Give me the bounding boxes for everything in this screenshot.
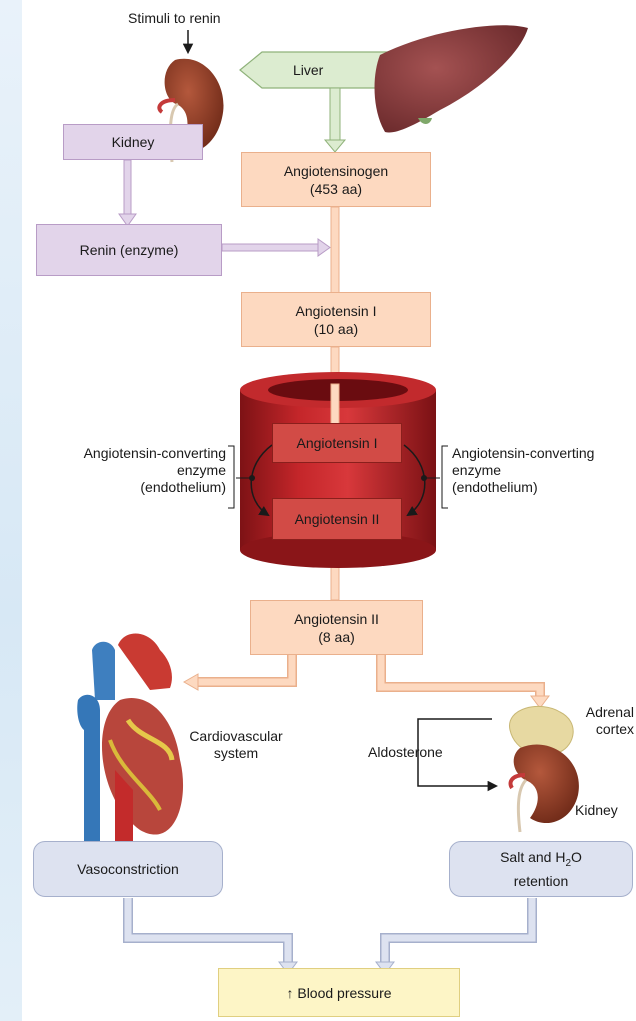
ace-right-line2: enzyme [452,462,634,479]
angiotensin-i-box: Angiotensin I (10 aa) [241,292,431,347]
angiotensin-ii-size: (8 aa) [318,628,355,646]
salt-water-text-b: O [571,849,582,865]
heart-image [77,634,183,860]
angiotensin-i-size: (10 aa) [314,320,358,338]
salt-water-retention-box: Salt and H2O retention [449,841,633,897]
adrenal-line2: cortex [568,721,634,738]
renin-to-pathway-arrow [222,239,330,256]
angiotensinogen-size: (453 aa) [310,180,362,198]
liver-image [375,25,528,132]
kidney-top-box: Kidney [63,124,203,160]
ace-left-line2: enzyme [44,462,226,479]
to-blood-pressure-arrows [128,898,532,974]
ace-right-line1: Angiotensin-converting [452,445,634,462]
ace-left-label: Angiotensin-converting enzyme (endotheli… [44,445,226,496]
vasoconstriction-box: Vasoconstriction [33,841,223,897]
angiotensinogen-label: Angiotensinogen [284,162,388,180]
aldosterone-label: Aldosterone [368,744,443,761]
vessel-angiotensin-ii-label: Angiotensin II [295,510,380,528]
salt-water-line1: Salt and H2O [500,848,582,873]
vessel-angiotensin-i-label: Angiotensin I [297,434,378,452]
liver-label: Liver [293,62,323,79]
cardiovascular-line2: system [170,745,302,762]
ace-right-line3: (endothelium) [452,479,634,496]
kidney-top-label: Kidney [112,133,155,151]
stimuli-label: Stimuli to renin [128,10,221,27]
angiotensin-ii-label: Angiotensin II [294,610,379,628]
ace-right-label: Angiotensin-converting enzyme (endotheli… [452,445,634,496]
vessel-angiotensin-ii-box: Angiotensin II [272,498,402,540]
kidney-to-renin-arrow [119,160,136,226]
angiotensinogen-box: Angiotensinogen (453 aa) [241,152,431,207]
vasoconstriction-label: Vasoconstriction [77,860,179,878]
ace-left-line3: (endothelium) [44,479,226,496]
ace-left-line1: Angiotensin-converting [44,445,226,462]
blood-pressure-box: ↑ Blood pressure [218,968,460,1017]
vessel-angiotensin-i-box: Angiotensin I [272,423,402,463]
adrenal-label: Adrenal cortex [568,704,634,738]
blood-pressure-label: ↑ Blood pressure [286,984,391,1002]
salt-water-line2: retention [514,872,568,890]
angiotensin-ii-box: Angiotensin II (8 aa) [250,600,423,655]
salt-water-text-a: Salt and H [500,849,565,865]
adrenal-line1: Adrenal [568,704,634,721]
angiotensin-i-label: Angiotensin I [296,302,377,320]
kidney-bottom-label: Kidney [575,802,618,819]
renin-box: Renin (enzyme) [36,224,222,276]
renin-label: Renin (enzyme) [80,241,179,259]
cardiovascular-line1: Cardiovascular [170,728,302,745]
cardiovascular-label: Cardiovascular system [170,728,302,762]
